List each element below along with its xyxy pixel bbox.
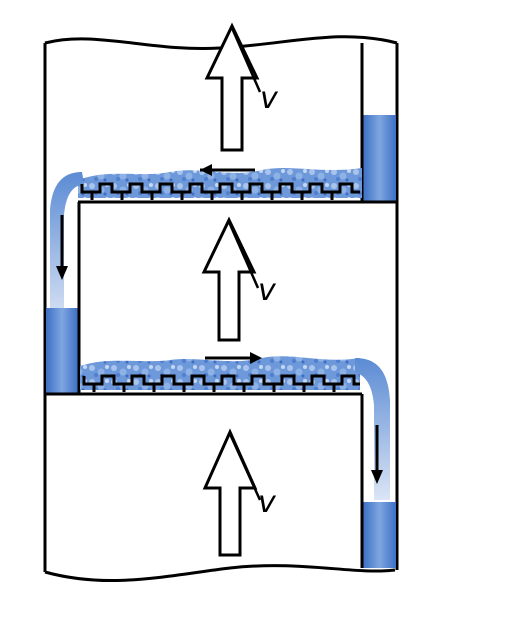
vapor-arrow-bottom-tail [228,433,262,501]
falling-arrowhead-right [371,470,383,484]
vapor-arrow-middle [201,216,257,342]
bubble-caps-lower [82,374,360,392]
downcomer-liquid-bottom-right [363,502,396,568]
bubble-caps-upper [80,182,360,200]
overflow-stream-upper-left [50,172,84,310]
falling-arrowhead-left [56,266,68,280]
downcomer-liquid-top-right [363,115,396,202]
velocity-label-middle: v [258,273,277,308]
liquid-flow-arrowhead-lower [250,352,262,364]
vapor-arrow-middle-tail [227,221,260,289]
vapor-arrow-bottom [202,428,258,557]
liquid-flow-arrowhead-upper [200,164,212,176]
velocity-label-top: v [260,81,279,116]
downcomer-liquid-middle-left [46,308,78,394]
vapor-arrow-top-tail [230,27,262,93]
overflow-stream-lower-right [355,358,390,500]
velocity-label-bottom: v [258,485,277,520]
column-bottom-edge [44,564,396,583]
tray-froth-lower [80,356,360,390]
